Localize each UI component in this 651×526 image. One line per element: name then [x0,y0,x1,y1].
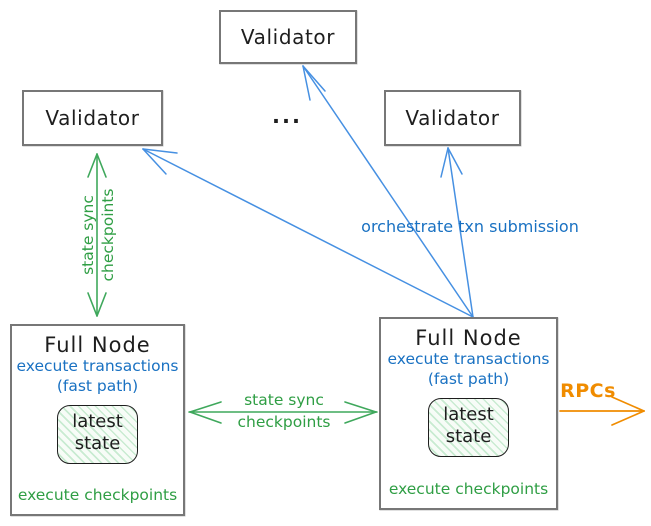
full-node-title: Full Node [415,326,522,350]
arrowhead-icon [302,65,326,92]
validator-box-right: Validator [384,90,521,146]
vertical-sync-label-line2: checkpoints [99,188,117,282]
arrowhead-icon [302,65,311,101]
execute-checkpoints-label: execute checkpoints [388,480,549,498]
latest-state-line: state [445,426,492,448]
latest-state-box: latest state [428,397,509,457]
latest-state-line: latest [443,403,494,425]
full-node-box-right: Full Node execute transactions (fast pat… [379,317,558,510]
execute-checkpoints-label: execute checkpoints [17,486,178,504]
full-node-box-left: Full Node execute transactions (fast pat… [10,324,185,516]
validator-box-top: Validator [219,10,357,64]
arrowhead-icon [142,148,178,154]
arrowhead-icon [440,147,449,178]
arrowhead-icon [142,148,167,175]
validators-ellipsis: ... [272,104,302,128]
fast-path-label: (fast path) [427,369,510,388]
horizontal-sync-label-line1: state sync [244,391,324,409]
execute-transactions-label: execute transactions [16,357,179,376]
orchestrate-txn-submission-label: orchestrate txn submission [361,217,579,236]
execute-transactions-label: execute transactions [387,350,550,369]
arrowhead-icon [447,147,463,175]
full-node-title: Full Node [44,333,151,357]
vertical-sync-label-line1: state sync [79,195,97,275]
validator-box-left: Validator [22,90,163,146]
latest-state-line: latest [72,410,123,432]
fast-path-label: (fast path) [56,376,139,395]
validator-label: Validator [240,25,336,49]
rpcs-label: RPCs [560,380,616,402]
validator-label: Validator [45,106,140,130]
horizontal-sync-label-line2: checkpoints [237,413,331,431]
arrowhead-icon [611,410,645,426]
validator-label: Validator [405,106,500,130]
latest-state-line: state [74,433,121,455]
latest-state-box: latest state [57,404,138,464]
arrowhead-icon [611,396,645,412]
